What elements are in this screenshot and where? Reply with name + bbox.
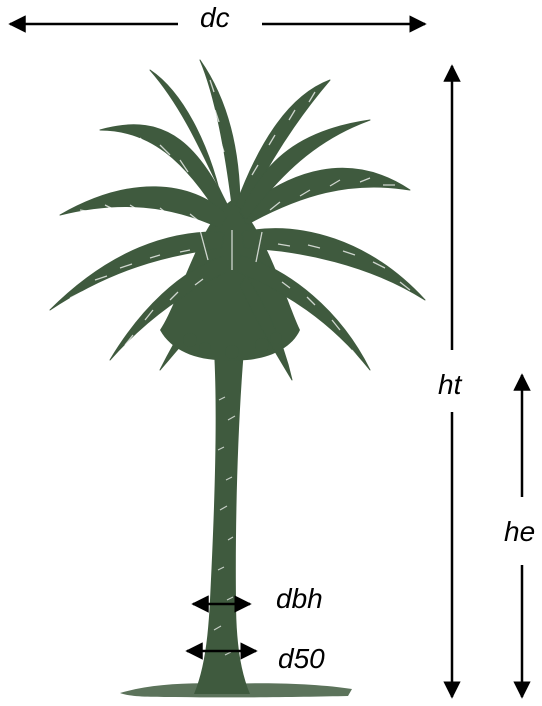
- frond: [239, 119, 371, 221]
- frond: [149, 69, 233, 216]
- palm-tree-illustration: [49, 59, 426, 698]
- frond: [241, 228, 426, 301]
- label-he: he: [500, 518, 540, 546]
- frond: [109, 254, 227, 361]
- frond: [159, 274, 229, 371]
- label-dbh: dbh: [276, 583, 323, 614]
- label-dc: dc: [196, 4, 234, 32]
- frond: [199, 59, 241, 209]
- frond: [237, 254, 371, 371]
- frond: [239, 167, 411, 226]
- label-d50: d50: [278, 643, 325, 674]
- frond: [239, 274, 293, 381]
- label-ht: ht: [434, 371, 466, 399]
- palm-trunk: [194, 350, 250, 694]
- frond: [59, 186, 229, 229]
